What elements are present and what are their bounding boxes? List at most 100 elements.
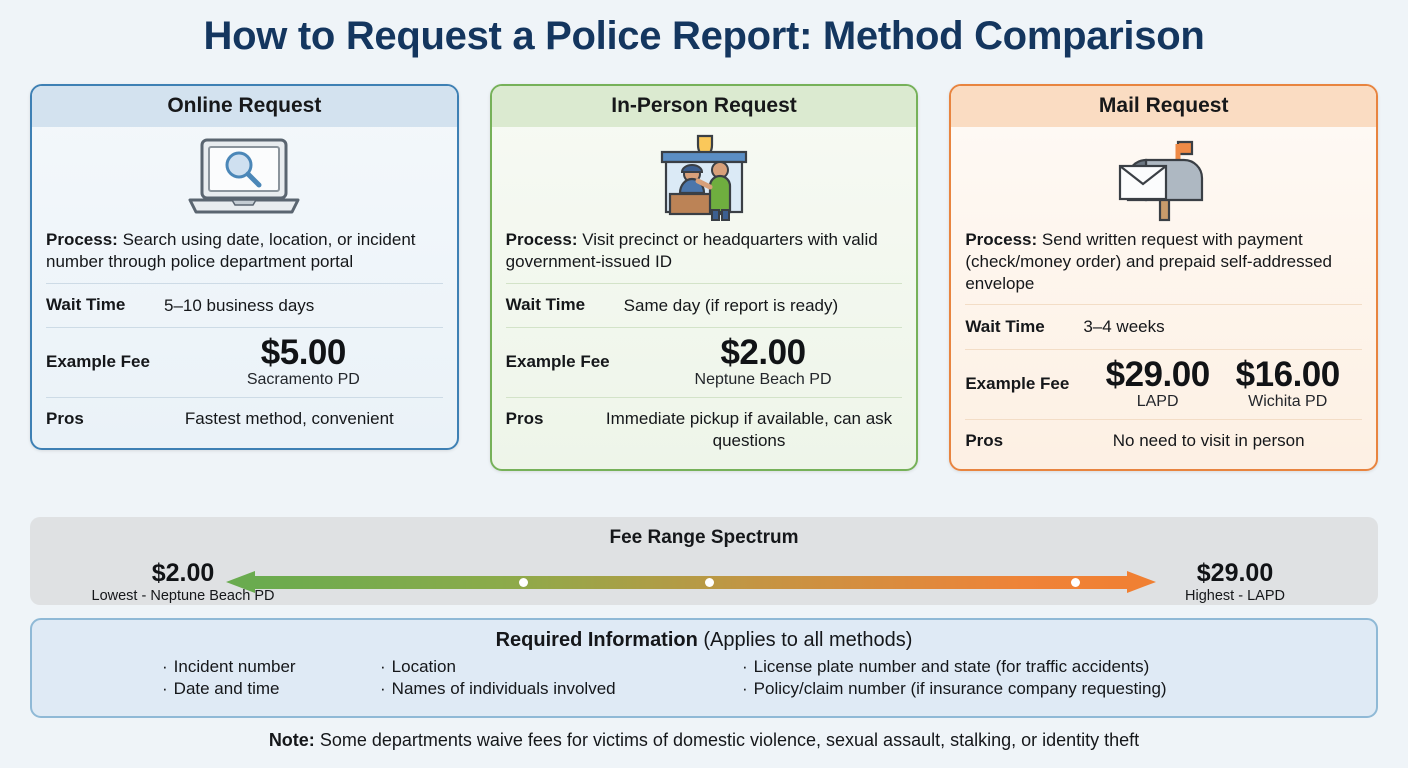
bullet-icon: · [742,679,748,699]
fee-group: $2.00 Neptune Beach PD [624,335,903,390]
example-fee-row-online: Example Fee $5.00 Sacramento PD [46,328,443,398]
fee-department: Neptune Beach PD [694,371,832,389]
fee-item: $2.00 Neptune Beach PD [695,335,832,390]
process-online: Process: Search using date, location, or… [46,227,443,283]
example-fee-row-in-person: Example Fee $2.00 Neptune Beach PD [506,328,903,398]
fee-item: $5.00 Sacramento PD [247,335,360,390]
process-label: Process: [505,230,578,249]
note-text: Some departments waive fees for victims … [314,730,1140,750]
divider [46,397,443,399]
required-information-box: Required Information (Applies to all met… [30,618,1378,718]
pros-row-in-person: Pros Immediate pickup if available, can … [506,398,903,457]
list-item-label: License plate number and state (for traf… [753,657,1150,676]
method-cards-row: Online Request Process: Search using dat… [30,84,1379,472]
spectrum-high-caption: Highest - LAPD [1185,588,1285,605]
spectrum-tick-dot [705,578,714,587]
bullet-icon: · [162,657,168,676]
wait-time-row-mail: Wait Time 3–4 weeks [965,305,1362,348]
required-title: Required Information (Applies to all met… [32,620,1376,652]
wait-time-label: Wait Time [46,295,126,315]
required-column-2: ·Location ·Names of individuals involved [364,656,724,701]
bullet-icon: · [742,657,748,676]
mailbox-envelope-icon [965,133,1362,223]
list-item: ·Names of individuals involved [380,678,724,700]
process-label: Process: [46,230,118,249]
pros-label: Pros [505,409,544,429]
divider [505,326,903,328]
pros-row-mail: Pros No need to visit in person [965,420,1362,457]
card-in-person-request[interactable]: In-Person Request Proce [489,84,919,471]
divider [965,348,1363,350]
fee-item: $29.00 LAPD [1105,354,1211,412]
divider [505,282,903,284]
spectrum-gradient-arrow [226,571,1156,593]
wait-time-row-in-person: Wait Time Same day (if report is ready) [506,284,903,327]
example-fee-label: Example Fee [965,373,1070,393]
divider [46,282,443,284]
bullet-icon: · [380,657,386,676]
spectrum-tick-dot [519,578,528,587]
process-text: Visit precinct or headquarters with vali… [505,230,878,271]
bullet-icon: · [380,679,386,699]
spectrum-low-amount: $2.00 [151,559,215,587]
pros-value: No need to visit in person [1112,431,1305,451]
process-mail: Process: Send written request with payme… [965,227,1362,304]
list-item: · Location [380,656,724,678]
card-title-in-person: In-Person Request [491,86,917,127]
example-fee-row-mail: Example Fee $29.00 LAPD $16.00 Wichita P… [965,350,1362,420]
list-item: ·Incident number [162,656,364,678]
card-mail-request[interactable]: Mail Request Process: Send written reque… [949,84,1379,472]
process-text: Search using date, location, or incident… [46,230,416,271]
fee-amount: $29.00 [1105,354,1211,394]
list-item-label: Names of individuals involved [391,679,616,699]
spectrum-track: $2.00 Lowest - Neptune Beach PD $29.00 H… [30,559,1378,605]
wait-time-row-online: Wait Time 5–10 business days [46,284,443,327]
police-counter-icon [506,133,903,223]
spectrum-tick-dot [1071,578,1080,587]
fee-department: Wichita PD [1248,393,1328,411]
spectrum-gradient-bar [254,576,1128,589]
fee-group: $5.00 Sacramento PD [164,335,443,390]
card-title-mail: Mail Request [951,86,1377,127]
arrow-left-icon [226,571,255,593]
page-title: How to Request a Police Report: Method C… [203,14,1205,58]
list-item-label: Policy/claim number (if insurance compan… [753,679,1167,699]
list-item: ·Policy/claim number (if insurance compa… [742,678,1324,700]
divider [965,304,1363,306]
card-title-online: Online Request [32,86,457,127]
card-body-online: Process: Search using date, location, or… [32,133,457,448]
list-item-label: Date and time [173,679,280,699]
pros-value: Fastest method, convenient [184,409,394,429]
wait-time-value: 3–4 weeks [1083,317,1165,337]
fee-amount: $16.00 [1235,354,1341,394]
laptop-search-icon [46,133,443,223]
process-in-person: Process: Visit precinct or headquarters … [506,227,903,283]
pros-label: Pros [46,409,84,429]
list-item-label: Location [391,657,456,676]
wait-time-label: Wait Time [505,295,586,315]
example-fee-label: Example Fee [46,351,150,371]
list-item: ·Date and time [162,678,364,700]
fee-department: LAPD [1136,393,1179,411]
example-fee-label: Example Fee [505,351,610,371]
fee-department: Sacramento PD [246,371,360,389]
process-label: Process: [965,230,1038,249]
fee-amount: $2.00 [720,332,806,372]
pros-value: Immediate pickup if available, can ask q… [605,409,893,450]
required-column-3: · License plate number and state (for tra… [724,656,1324,701]
fee-range-spectrum: Fee Range Spectrum $2.00 Lowest - Neptun… [30,517,1378,605]
spectrum-title: Fee Range Spectrum [609,527,799,548]
card-online-request[interactable]: Online Request Process: Search using dat… [30,84,459,450]
wait-time-label: Wait Time [965,316,1045,336]
footer-note: Note: Some departments waive fees for vi… [0,730,1408,751]
bullet-icon: · [162,679,168,699]
card-body-mail: Process: Send written request with payme… [951,133,1376,469]
card-body-in-person: Process: Visit precinct or headquarters … [492,133,917,469]
required-columns: ·Incident number ·Date and time ·Locatio… [32,652,1376,701]
spectrum-high-amount: $29.00 [1196,559,1274,587]
divider [505,397,903,399]
process-text: Send written request with payment (check… [965,230,1332,293]
fee-group: $29.00 LAPD $16.00 Wichita PD [1083,354,1362,412]
divider [965,419,1363,421]
fee-amount: $5.00 [260,332,347,372]
